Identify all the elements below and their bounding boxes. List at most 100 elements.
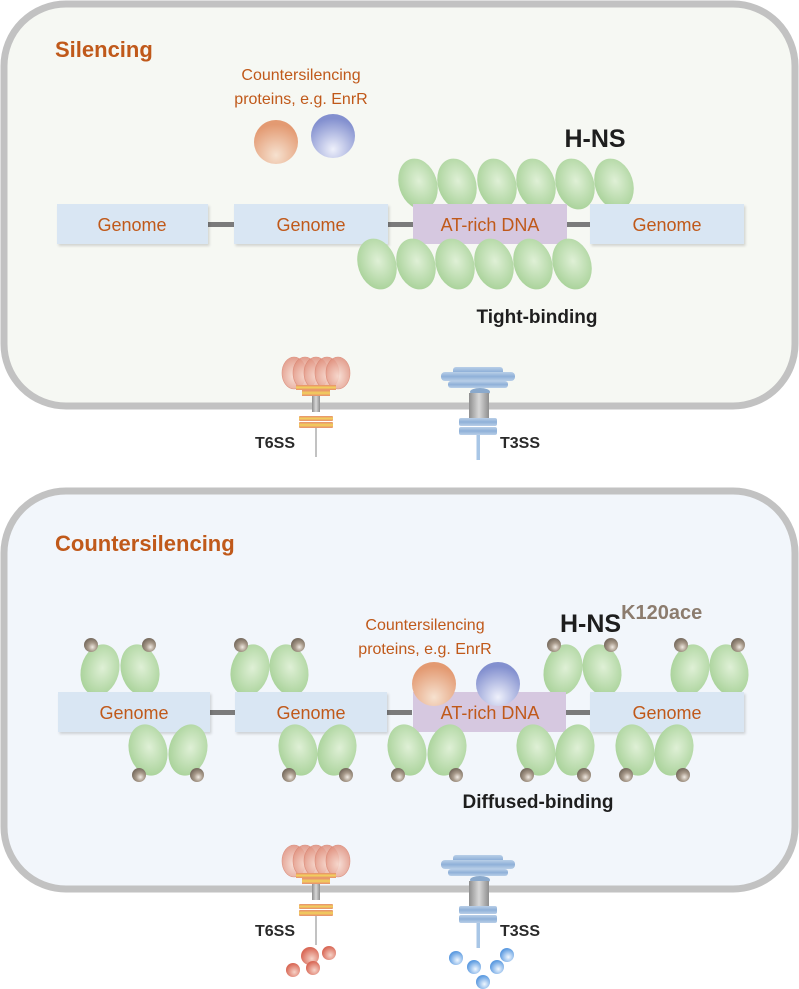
t6ss-effector (286, 963, 300, 977)
enrr-protein-blue (476, 662, 520, 706)
dna-linker (565, 710, 590, 715)
hns-monomer (317, 724, 357, 776)
t6ss-stem (312, 884, 320, 900)
genome-segment (57, 204, 208, 244)
hns-monomer (555, 724, 595, 776)
t6ss-baseplate-ring (296, 385, 336, 390)
acetyl-group (190, 768, 204, 782)
acetyl-group (674, 638, 688, 652)
hns-monomer (120, 644, 160, 696)
hns-acetylated-label: H-NSK120ace (560, 602, 702, 638)
dna-linker (566, 222, 592, 227)
genome-segment-label: Genome (276, 703, 345, 723)
t6ss-effector (322, 946, 336, 960)
hns-monomer (543, 644, 583, 696)
dna-linker (208, 222, 234, 227)
t6ss-membrane-ring (299, 422, 333, 428)
genome-segment (58, 692, 210, 732)
countersilencing-label-line1: Countersilencing (365, 617, 484, 634)
hns-monomer (516, 158, 556, 210)
binding-mode-label: Diffused-binding (463, 792, 614, 813)
t3ss-stem (469, 881, 489, 906)
hns-monomer (552, 238, 592, 290)
acetyl-group (577, 768, 591, 782)
genome-segment-label: Genome (97, 215, 166, 235)
t3ss-effectors (449, 948, 514, 989)
at-rich-dna-segment (413, 204, 567, 244)
genome-segment-label: Genome (99, 703, 168, 723)
t3ss-stem (469, 393, 489, 418)
t3ss-outer-ring (448, 869, 508, 876)
hns-label: H-NS (564, 125, 625, 153)
t3ss-apparatus (441, 367, 515, 460)
hns-monomer (80, 644, 120, 696)
countersilencing-label-line2: proteins, e.g. EnrR (234, 91, 367, 108)
genome-segment (235, 692, 387, 732)
hns-bottom-row (357, 238, 592, 290)
t3ss-inner-ring (459, 906, 497, 914)
hns-acetylated-bottom-row (128, 724, 694, 782)
hns-monomer (474, 238, 514, 290)
genome-segment (590, 692, 744, 732)
hns-monomer (437, 158, 477, 210)
hns-acetylated-top-row (80, 638, 749, 696)
t3ss-outer-ring (441, 860, 515, 869)
at-rich-dna-label: AT-rich DNA (441, 215, 540, 235)
hns-monomer (269, 644, 309, 696)
hns-monomer (615, 724, 655, 776)
acetyl-group (449, 768, 463, 782)
acetyl-group (391, 768, 405, 782)
t3ss-effector (490, 960, 504, 974)
genome-segment-label: Genome (276, 215, 345, 235)
acetyl-group (619, 768, 633, 782)
t6ss-baseplate-ring (302, 878, 330, 884)
acetyl-group (132, 768, 146, 782)
t3ss-needle (476, 923, 480, 948)
genome-segment (234, 204, 388, 244)
cell-envelope (0, 0, 799, 410)
t3ss-effector (500, 948, 514, 962)
t3ss-needle (476, 435, 480, 460)
hns-monomer (278, 724, 318, 776)
hns-monomer (582, 644, 622, 696)
hns-monomer (168, 724, 208, 776)
t3ss-effector (467, 960, 481, 974)
hns-monomer (670, 644, 710, 696)
acetyl-group (547, 638, 561, 652)
genome-segment (590, 204, 744, 244)
acetyl-group (520, 768, 534, 782)
hns-monomer (396, 238, 436, 290)
hns-monomer (594, 158, 634, 210)
acetyl-group (339, 768, 353, 782)
t6ss-sheath-subunit (325, 356, 351, 390)
t3ss-effector (476, 975, 490, 989)
t6ss-membrane-ring (299, 910, 333, 916)
at-rich-dna-label: AT-rich DNA (441, 703, 540, 723)
t3ss-inner-ring (459, 427, 497, 435)
t3ss-inner-ring (459, 418, 497, 426)
hns-monomer (435, 238, 475, 290)
countersilencing-label-line2: proteins, e.g. EnrR (358, 641, 491, 658)
acetyl-group (282, 768, 296, 782)
t6ss-baseplate-ring (296, 873, 336, 878)
hns-monomer (387, 724, 427, 776)
t3ss-outer-ring (448, 381, 508, 388)
t6ss-effector (301, 947, 319, 965)
t6ss-effectors (286, 946, 336, 977)
hns-monomer (654, 724, 694, 776)
hns-monomer (398, 158, 438, 210)
hns-top-row (398, 158, 634, 210)
acetyl-group (84, 638, 98, 652)
t6ss-label: T6SS (255, 435, 295, 452)
countersilencing-label-line1: Countersilencing (241, 67, 360, 84)
t6ss-sheath-subunit (325, 844, 351, 878)
panel-title: Silencing (55, 37, 153, 62)
panel-silencing: Silencing Countersilencing proteins, e.g… (0, 0, 799, 460)
t6ss-effector (306, 961, 320, 975)
t3ss-apparatus (441, 855, 515, 948)
binding-mode-label: Tight-binding (477, 307, 598, 328)
enrr-protein-orange (412, 662, 456, 706)
dna-linker (387, 710, 412, 715)
genome-segment-label: Genome (632, 215, 701, 235)
hns-monomer (555, 158, 595, 210)
